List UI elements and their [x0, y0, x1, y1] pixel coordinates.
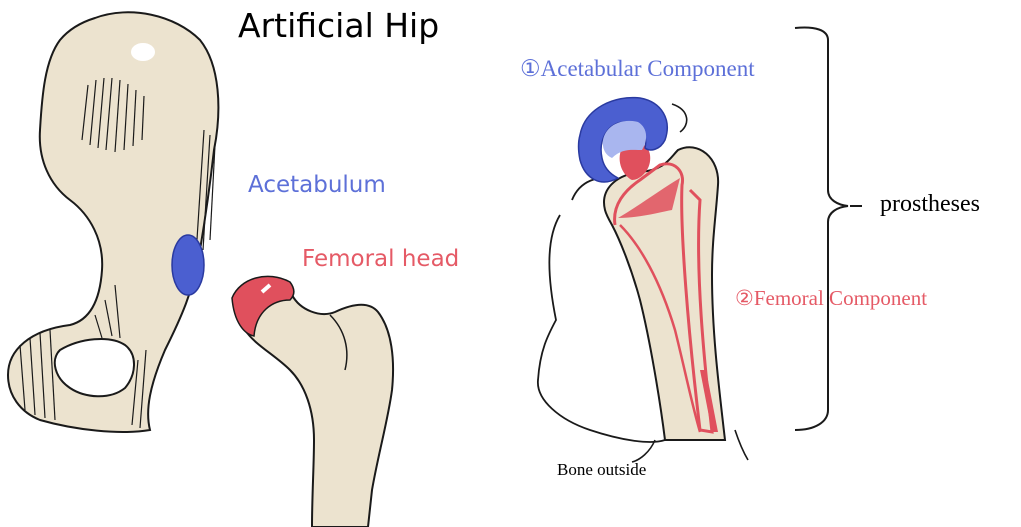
- natural-femur: [239, 280, 393, 527]
- label-acetabular-component: ①Acetabular Component: [520, 56, 755, 82]
- label-prostheses: prostheses: [880, 191, 980, 218]
- prostheses-bracket: [795, 28, 848, 431]
- label-acetabulum: Acetabulum: [248, 172, 386, 198]
- pelvis-bone: [8, 12, 218, 432]
- label-bone-outside: Bone outside: [557, 460, 646, 480]
- label-femoral-head: Femoral head: [302, 246, 459, 272]
- acetabulum-socket: [172, 235, 204, 295]
- label-femoral-component: ②Femoral Component: [735, 286, 927, 311]
- page-title: Artificial Hip: [238, 6, 439, 45]
